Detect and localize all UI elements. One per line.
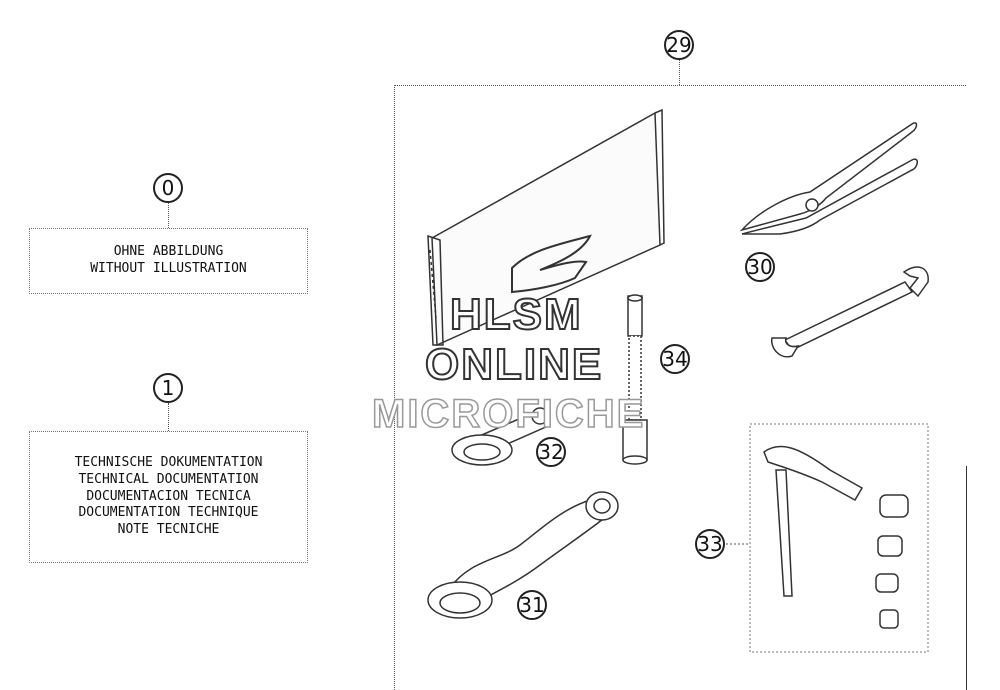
- callout-30: 30: [745, 252, 775, 282]
- screwdriver-icon: [622, 294, 648, 465]
- pliers-icon: [739, 122, 918, 235]
- callout-32: 32: [536, 437, 566, 467]
- callout-34: 34: [660, 344, 690, 374]
- box1-line-1: TECHNISCHE DOKUMENTATION: [74, 454, 263, 470]
- callout-1-leader: [168, 403, 169, 431]
- tool-pouch-icon: [427, 108, 665, 347]
- ring-spanner-icon: [427, 491, 619, 619]
- box0-line-1: OHNE ABBILDUNG: [113, 244, 224, 260]
- box1-line-4: DOCUMENTATION TECHNIQUE: [78, 505, 259, 521]
- box1-line-5: NOTE TECNICHE: [117, 522, 220, 538]
- box0-line-2: WITHOUT ILLUSTRATION: [90, 261, 247, 276]
- box1-line-3: DOCUMENTACION TECNICA: [86, 488, 251, 504]
- t-handle-socket-set-icon: [749, 423, 929, 653]
- small-spanner-icon: [451, 407, 550, 466]
- callout-1: 1: [153, 373, 183, 403]
- callout-0: 0: [153, 173, 183, 203]
- callout-0-leader: [168, 203, 169, 228]
- watermark-line-2: ONLINE: [424, 339, 604, 390]
- toolkit-frame-top: [394, 85, 966, 86]
- callout-31: 31: [517, 590, 547, 620]
- toolkit-frame-left: [394, 85, 395, 690]
- without-illustration-box: OHNE ABBILDUNG WITHOUT ILLUSTRATION: [29, 228, 308, 294]
- watermark-line-1: HLSM: [449, 289, 583, 340]
- box1-line-2: TECHNICAL DOCUMENTATION: [78, 471, 259, 487]
- callout-29: 29: [664, 30, 694, 60]
- watermark-line-3: MICROFICHE: [371, 391, 646, 437]
- callout-29-leader: [679, 60, 680, 85]
- callout-33: 33: [695, 529, 725, 559]
- toolkit-frame-right: [966, 466, 967, 690]
- technical-documentation-box: TECHNISCHE DOKUMENTATION TECHNICAL DOCUM…: [29, 431, 308, 563]
- open-end-wrench-icon: [771, 266, 929, 358]
